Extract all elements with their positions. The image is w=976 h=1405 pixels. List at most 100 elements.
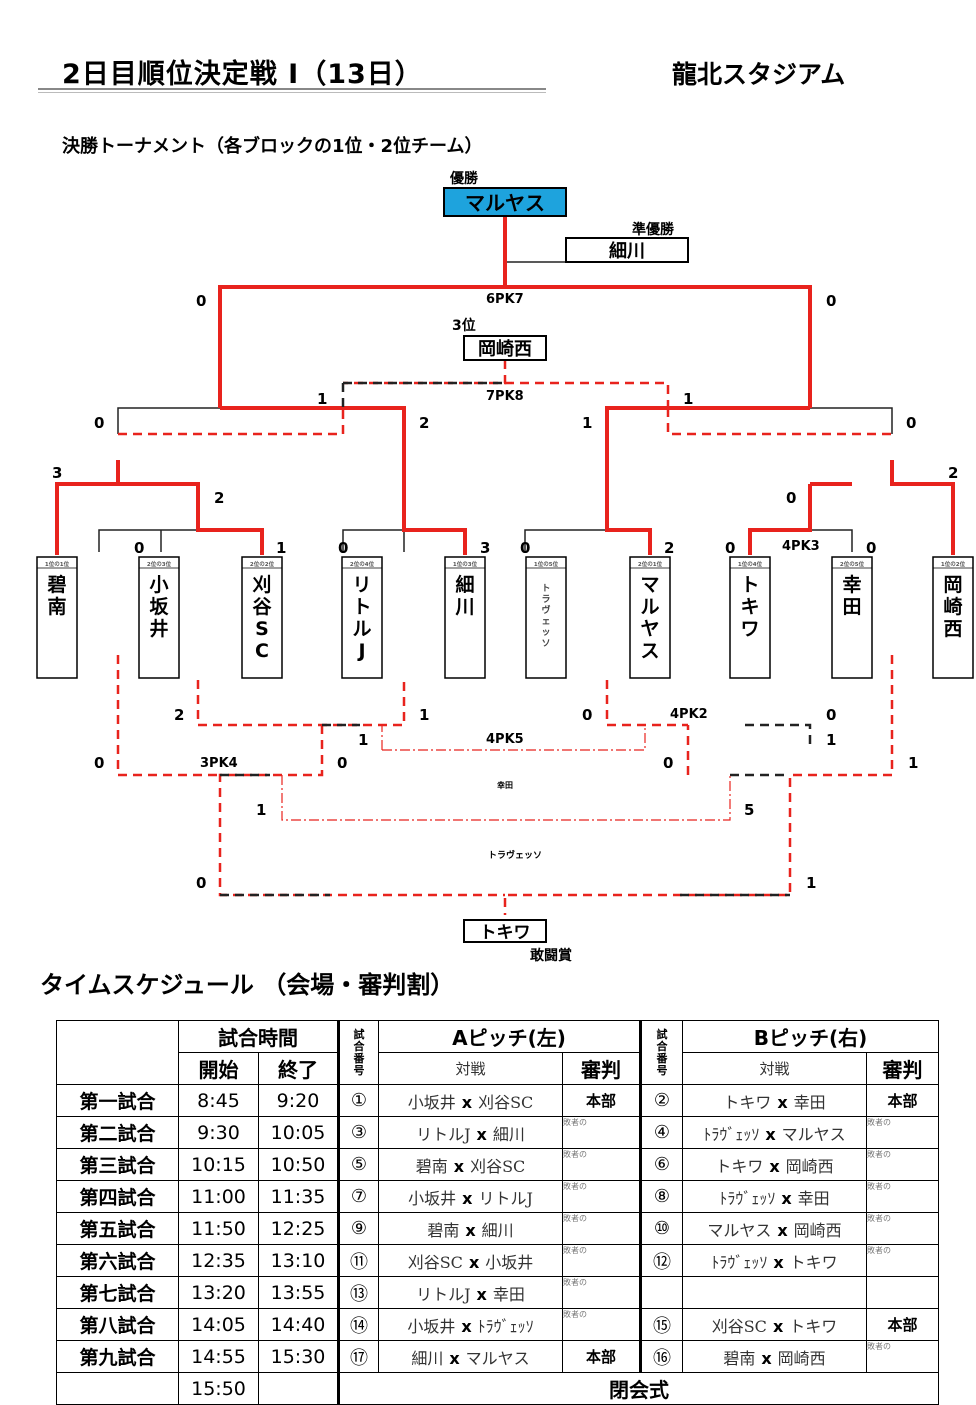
game-number-a: ③ (337, 1116, 379, 1149)
team-home: 碧南 (415, 1156, 448, 1176)
score: 2 (174, 706, 184, 724)
team-home: 小坂井 (408, 1188, 457, 1208)
team-name-char: ト (541, 583, 550, 594)
team-boxes: 1位の1位碧南2位の3位小坂井2位の2位刈谷SC2位の4位リトルJ1位の3位細川… (36, 556, 974, 679)
vs-mark: x (476, 1124, 487, 1144)
game-number-b: ④ (639, 1116, 683, 1149)
team-away: マルヤス (465, 1348, 530, 1368)
vs-mark: x (461, 1092, 473, 1112)
score: 0 (826, 706, 836, 724)
game-label: 第七試合 (56, 1276, 179, 1309)
end-time: 10:50 (258, 1148, 339, 1181)
game-number-b: ⑩ (639, 1212, 683, 1245)
team-seed: 2位の3位 (147, 560, 172, 568)
end-time: 13:10 (258, 1244, 339, 1277)
team-name-char: ェ (541, 617, 550, 627)
team-seed: 2位の1位 (638, 560, 663, 568)
team-away: ﾄﾗｳﾞｪｯｿ (477, 1316, 534, 1336)
team-seed: 2位の2位 (250, 560, 275, 568)
score: 0 (134, 539, 144, 557)
start-time: 8:45 (178, 1084, 259, 1117)
vs-mark: x (465, 1220, 476, 1240)
end-time: 13:55 (258, 1276, 339, 1309)
score: 1 (683, 390, 693, 408)
team-home: マルヤス (707, 1220, 772, 1240)
team-away: 岡崎西 (793, 1220, 842, 1240)
team-home: トキワ (723, 1092, 772, 1112)
end-time: 12:25 (258, 1212, 339, 1245)
team-seed: 1位の2位 (941, 560, 966, 568)
game-number-b: ⑧ (639, 1180, 683, 1213)
score: 0 (582, 706, 592, 724)
score: 2 (948, 464, 958, 482)
game-number-a: ① (337, 1084, 379, 1117)
score: 1 (358, 731, 368, 749)
closing-time: 15:50 (178, 1372, 259, 1405)
team-name-char: 碧 (46, 573, 66, 596)
team-away: トキワ (789, 1316, 838, 1336)
score: 0 (94, 754, 104, 772)
team-away: マルヤス (781, 1124, 846, 1144)
game-number-a: ⑪ (337, 1244, 379, 1277)
team-home: 細川 (411, 1348, 444, 1368)
match-b (682, 1276, 867, 1309)
score: 5 (744, 801, 754, 819)
game-label: 第九試合 (56, 1340, 179, 1373)
team-away: トキワ (789, 1252, 838, 1272)
end-time: 15:30 (258, 1340, 339, 1373)
team-name-char: S (255, 618, 269, 640)
vs-mark: x (453, 1156, 465, 1176)
start-time: 9:30 (178, 1116, 259, 1149)
closing-blank (56, 1372, 179, 1405)
score: 2 (214, 489, 224, 507)
team-home: 刈谷SC (711, 1316, 767, 1336)
bracket-lines-dashdot (281, 725, 731, 821)
runner-up-name: 細川 (609, 240, 645, 262)
start-time: 12:35 (178, 1244, 259, 1277)
team-home: ﾄﾗｳﾞｪｯｿ (711, 1252, 768, 1272)
team-name-char: ス (640, 640, 659, 662)
team-name-char: ソ (541, 638, 550, 649)
team-name-char: 崎 (943, 595, 962, 618)
end-time: 14:40 (258, 1308, 339, 1341)
champion-name: マルヤス (465, 191, 545, 215)
pk-score: 3PK4 (200, 756, 238, 771)
vs-mark: x (761, 1348, 772, 1368)
vs-mark: x (772, 1316, 784, 1336)
team-name-char: ッ (541, 628, 550, 638)
fighting-spirit-box (463, 919, 547, 943)
vs-mark: x (773, 1252, 784, 1272)
team-seed: 1位の4位 (738, 560, 763, 568)
score: 0 (196, 292, 206, 310)
score: 3 (480, 539, 490, 557)
start-time: 10:15 (178, 1148, 259, 1181)
team-home: 刈谷SC (407, 1252, 463, 1272)
tournament-bracket: 優勝 マルヤス 準優勝 細川 3位 岡崎西 トキワ 敢闘賞 1位の1位碧南2位の… (36, 170, 974, 964)
game-number-b: ⑫ (639, 1244, 683, 1277)
team-home: 碧南 (723, 1348, 756, 1368)
team-home: 碧南 (427, 1220, 460, 1240)
team-name-char: 南 (47, 596, 66, 618)
team-away: 岡崎西 (785, 1156, 834, 1176)
fighting-spirit-name: トキワ (480, 923, 531, 943)
team-name-char: ト (740, 574, 759, 596)
small-team-label: 幸田 (497, 780, 513, 790)
end-time: 9:20 (258, 1084, 339, 1117)
game-label: 第八試合 (56, 1308, 179, 1341)
vs-mark: x (765, 1124, 776, 1144)
header-referee-a: 審判 (562, 1052, 641, 1085)
score: 0 (338, 539, 348, 557)
vs-mark: x (462, 1188, 473, 1208)
